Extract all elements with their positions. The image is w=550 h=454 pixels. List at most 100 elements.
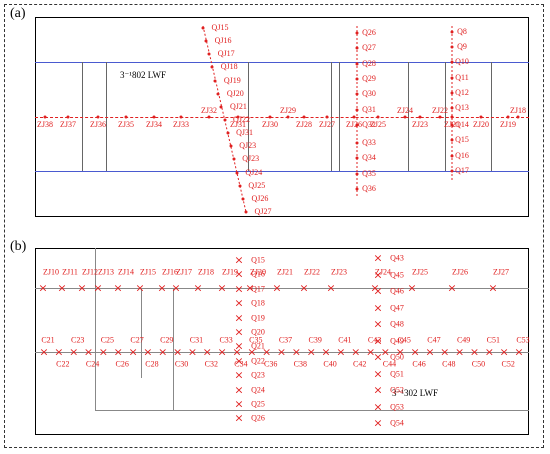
x-marker: × xyxy=(234,368,244,382)
mid-row-point-label: C29 xyxy=(160,335,174,345)
top-row-point-label: ZJ12 xyxy=(82,267,98,277)
x-marker: × xyxy=(365,345,376,359)
x-marker: × xyxy=(373,416,383,430)
q-left-point-label: Q21 xyxy=(251,341,265,351)
x-marker: × xyxy=(488,281,498,295)
q-mid-point-label: Q33 xyxy=(362,138,376,148)
q-mid-point-label: Q26 xyxy=(362,28,376,37)
x-marker: × xyxy=(245,281,255,295)
x-marker: × xyxy=(321,345,331,359)
mid-row-point-label: C48 xyxy=(442,359,456,369)
zj-point-label: ZJ31 xyxy=(230,120,246,129)
top-row-point-label: ZJ26 xyxy=(452,267,468,277)
x-marker: × xyxy=(407,281,417,295)
x-marker: × xyxy=(172,345,183,359)
zj-point-label: ZJ29 xyxy=(280,106,296,115)
qj-marker xyxy=(223,118,226,122)
zj-marker xyxy=(506,115,510,119)
zj-point-label: ZJ35 xyxy=(118,120,134,129)
panel-a-vline xyxy=(339,62,340,171)
qj-marker xyxy=(219,105,223,109)
x-marker: × xyxy=(234,325,244,339)
zj-marker xyxy=(66,115,70,119)
mid-row-point-label: C47 xyxy=(427,335,441,345)
zj-marker xyxy=(179,115,183,119)
x-marker: × xyxy=(262,345,272,359)
q-mid-marker xyxy=(355,92,359,96)
x-marker: × xyxy=(128,345,138,359)
x-marker: × xyxy=(469,345,480,359)
zj-marker xyxy=(418,115,422,119)
mid-row-point-label: C51 xyxy=(486,335,500,345)
q-left-point-label: Q15 xyxy=(251,255,265,265)
qj-point-label: QJ31 xyxy=(236,128,254,138)
qj-point-label: QJ17 xyxy=(217,49,235,59)
q-left-point-label: Q16 xyxy=(251,269,265,279)
q-right-point-label: Q45 xyxy=(390,270,404,279)
q-right-marker xyxy=(450,45,454,49)
x-marker: × xyxy=(447,281,457,295)
q-right-marker xyxy=(450,138,454,142)
zj-marker xyxy=(479,115,483,119)
q-right-marker xyxy=(450,76,454,80)
qj-marker xyxy=(232,157,236,161)
q-right-point-label: Q17 xyxy=(455,165,469,175)
zj-point-label: ZJ22 xyxy=(432,106,448,115)
q-right-point-label: Q54 xyxy=(390,418,404,428)
qj-marker xyxy=(213,79,217,83)
panel-a-vline xyxy=(491,62,492,171)
x-marker: × xyxy=(234,397,244,411)
q-left-point-label: Q20 xyxy=(251,327,265,337)
x-marker: × xyxy=(440,345,450,359)
panel-b-frame xyxy=(35,248,529,435)
panel-a-face-label: 3⁻¹802 LWF xyxy=(120,70,167,80)
qj-point-label: QJ20 xyxy=(226,88,244,98)
x-marker: × xyxy=(171,281,181,295)
q-right-point-label: Q53 xyxy=(390,402,404,411)
q-right-point-label: Q47 xyxy=(390,303,404,312)
x-marker: × xyxy=(373,383,383,397)
x-marker: × xyxy=(234,383,244,397)
mid-row-point-label: C23 xyxy=(71,335,85,345)
x-marker: × xyxy=(217,281,227,295)
zj-point-label: ZJ24 xyxy=(397,106,413,115)
x-marker: × xyxy=(373,367,383,380)
panel-a-zj-line xyxy=(35,117,529,118)
x-marker: × xyxy=(370,281,380,295)
x-marker: × xyxy=(217,345,227,359)
q-left-point-label: Q23 xyxy=(251,370,265,380)
zj-marker xyxy=(302,115,306,119)
qj-marker xyxy=(226,131,230,135)
q-right-marker xyxy=(450,169,454,173)
x-marker: × xyxy=(54,345,64,359)
zj-point-label: ZJ30 xyxy=(262,120,278,129)
qj-point-label: QJ18 xyxy=(220,62,238,72)
qj-point-label: QJ19 xyxy=(223,75,241,85)
q-right-marker xyxy=(450,106,454,110)
mid-row-point-label: C22 xyxy=(56,359,70,369)
qj-point-label: QJ23 xyxy=(242,154,260,164)
panel-b-vline xyxy=(141,288,142,378)
zj-point-label: ZJ34 xyxy=(146,120,162,129)
mid-row-point-label: C30 xyxy=(174,359,189,369)
zj-point-label: ZJ23 xyxy=(412,120,428,129)
qj-marker xyxy=(229,144,233,148)
x-marker: × xyxy=(373,350,383,364)
x-marker: × xyxy=(484,345,494,359)
mid-row-point-label: C44 xyxy=(382,359,397,369)
q-right-marker xyxy=(450,91,454,95)
q-right-marker xyxy=(450,30,454,34)
top-row-point-label: ZJ17 xyxy=(176,267,192,277)
zj-point-label: ZJ36 xyxy=(90,120,106,129)
q-mid-marker xyxy=(355,108,359,111)
q-right-point-label: Q12 xyxy=(455,87,469,97)
mid-row-point-label: C27 xyxy=(130,335,144,345)
x-marker: × xyxy=(113,281,123,295)
x-marker: × xyxy=(351,345,361,359)
figure-frame xyxy=(4,4,544,448)
x-marker: × xyxy=(135,281,145,295)
q-mid-point-label: Q28 xyxy=(362,58,376,68)
q-right-point-label: Q13 xyxy=(455,103,469,112)
x-marker: × xyxy=(395,345,405,359)
panel-b-label: (b) xyxy=(10,239,27,254)
